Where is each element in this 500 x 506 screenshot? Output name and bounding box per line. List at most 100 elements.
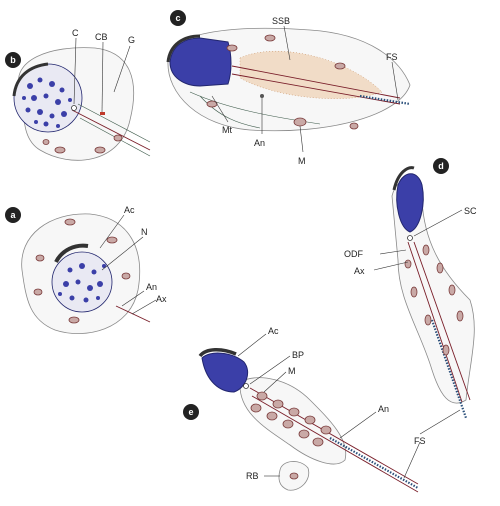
panel-d-acrosome (392, 166, 415, 191)
panel-e-letter: e (188, 407, 193, 417)
label-c-fs: FS (386, 52, 398, 62)
panel-d-letter: d (438, 161, 444, 171)
panel-c-annulus (260, 94, 264, 98)
panel-d-fibrous-sheath (430, 319, 468, 419)
label-cb: CB (95, 32, 108, 42)
panel-b-letter: b (10, 55, 16, 65)
label-e-rb: RB (246, 471, 259, 481)
panel-d-mito (422, 244, 430, 256)
panel-d-mito (410, 286, 418, 298)
leader-d-sc (413, 209, 463, 237)
label-c: C (72, 28, 79, 38)
panel-c-letter: c (175, 13, 180, 23)
label-c-mt: Mt (222, 125, 232, 135)
label-d-ax: Ax (354, 266, 365, 276)
panel-d-mito (448, 284, 456, 296)
panel-e-cell (239, 377, 347, 465)
label-c-m: M (298, 156, 306, 166)
panel-c-mito (334, 62, 346, 70)
panel-c-mito (264, 34, 276, 42)
panel-d-mito (424, 314, 432, 326)
panel-d-nucleus (396, 173, 424, 233)
panel-b-flagellum (71, 109, 151, 151)
label-e-bp: BP (292, 350, 304, 360)
panel-d: d SC ODF Ax FS (344, 158, 477, 446)
leader-a-ac (99, 214, 125, 249)
panel-d-badge (433, 158, 449, 174)
leader-a-an (121, 290, 145, 307)
leader-c (73, 37, 77, 105)
leader-cb (101, 41, 104, 113)
panel-e-badge (183, 404, 199, 420)
panel-a-mito (106, 236, 118, 244)
panel-d-mito (436, 262, 444, 274)
leader-e-m (263, 371, 287, 393)
leader-g (113, 45, 131, 93)
leader-a-n (101, 236, 144, 271)
panel-a-mito (121, 272, 131, 280)
panel-d-centriole (407, 235, 413, 241)
label-a-ax: Ax (156, 294, 167, 304)
panel-b-mito (113, 134, 123, 142)
panel-b-mito (94, 146, 106, 154)
panel-b-chromatin (22, 77, 72, 128)
leader-d-odf (379, 249, 407, 255)
panel-d-axoneme (407, 241, 471, 403)
panel-c-fibrous-sheath (359, 94, 411, 106)
panel-a-mito (33, 288, 43, 296)
label-d-odf: ODF (344, 249, 364, 259)
panel-a-letter: a (10, 210, 16, 220)
leader-a-ax (131, 299, 157, 315)
panel-d-mito (442, 344, 450, 356)
panel-b-mito (54, 146, 66, 154)
panel-e-rb-mito (289, 472, 299, 480)
label-e-ac: Ac (268, 326, 279, 336)
panel-a: a Ac N An Ax (5, 205, 167, 334)
leader-e-an (339, 411, 377, 439)
panel-a-mito (35, 254, 45, 262)
label-a-n: N (141, 227, 148, 237)
panel-d-mito (456, 310, 464, 322)
leader-c-fs (391, 61, 399, 101)
leader-d-fs (419, 409, 461, 435)
label-a-an: An (146, 282, 157, 292)
label-d-sc: SC (464, 206, 477, 216)
panel-c: c SSB FS Mt An M (166, 10, 411, 166)
panel-a-acrosome (54, 243, 89, 264)
panel-a-mito (68, 316, 80, 324)
label-c-ssb: SSB (272, 16, 290, 26)
panel-d-mito (404, 259, 412, 269)
leader-e-fs (403, 441, 421, 479)
label-g: G (128, 35, 135, 45)
panel-a-chromatin (58, 263, 106, 303)
panel-c-nucleus (169, 37, 232, 87)
leader-c-m (299, 125, 304, 153)
panel-e: e Ac BP M An RB (183, 326, 421, 493)
panel-e-midpiece-mitos (250, 391, 332, 447)
panel-e-basal-plate (243, 383, 249, 389)
leader-d-ax (373, 261, 409, 271)
leader-e-bp (249, 355, 291, 385)
panel-b-mito (42, 139, 50, 145)
panel-c-acrosome (166, 34, 201, 63)
panel-b-chromatoid-body (100, 112, 105, 115)
label-c-an: An (254, 138, 265, 148)
panel-a-mito (64, 218, 76, 226)
panel-b: b C CB G (5, 28, 151, 161)
panel-e-fibrous-sheath (329, 437, 419, 489)
label-e-m: M (288, 366, 296, 376)
label-d-fs: FS (414, 436, 426, 446)
panel-b-badge (5, 52, 21, 68)
panel-a-badge (5, 207, 21, 223)
panel-c-mito (293, 117, 307, 127)
panel-c-mito (349, 122, 359, 130)
panel-e-nucleus (201, 352, 249, 393)
panel-a-nucleus (51, 251, 113, 313)
panel-e-acrosome (198, 348, 237, 358)
label-a-ac: Ac (124, 205, 135, 215)
label-e-an: An (378, 404, 389, 414)
panel-c-mito (226, 44, 238, 52)
leader-c-ssb (283, 25, 291, 61)
panel-c-badge (170, 10, 186, 26)
